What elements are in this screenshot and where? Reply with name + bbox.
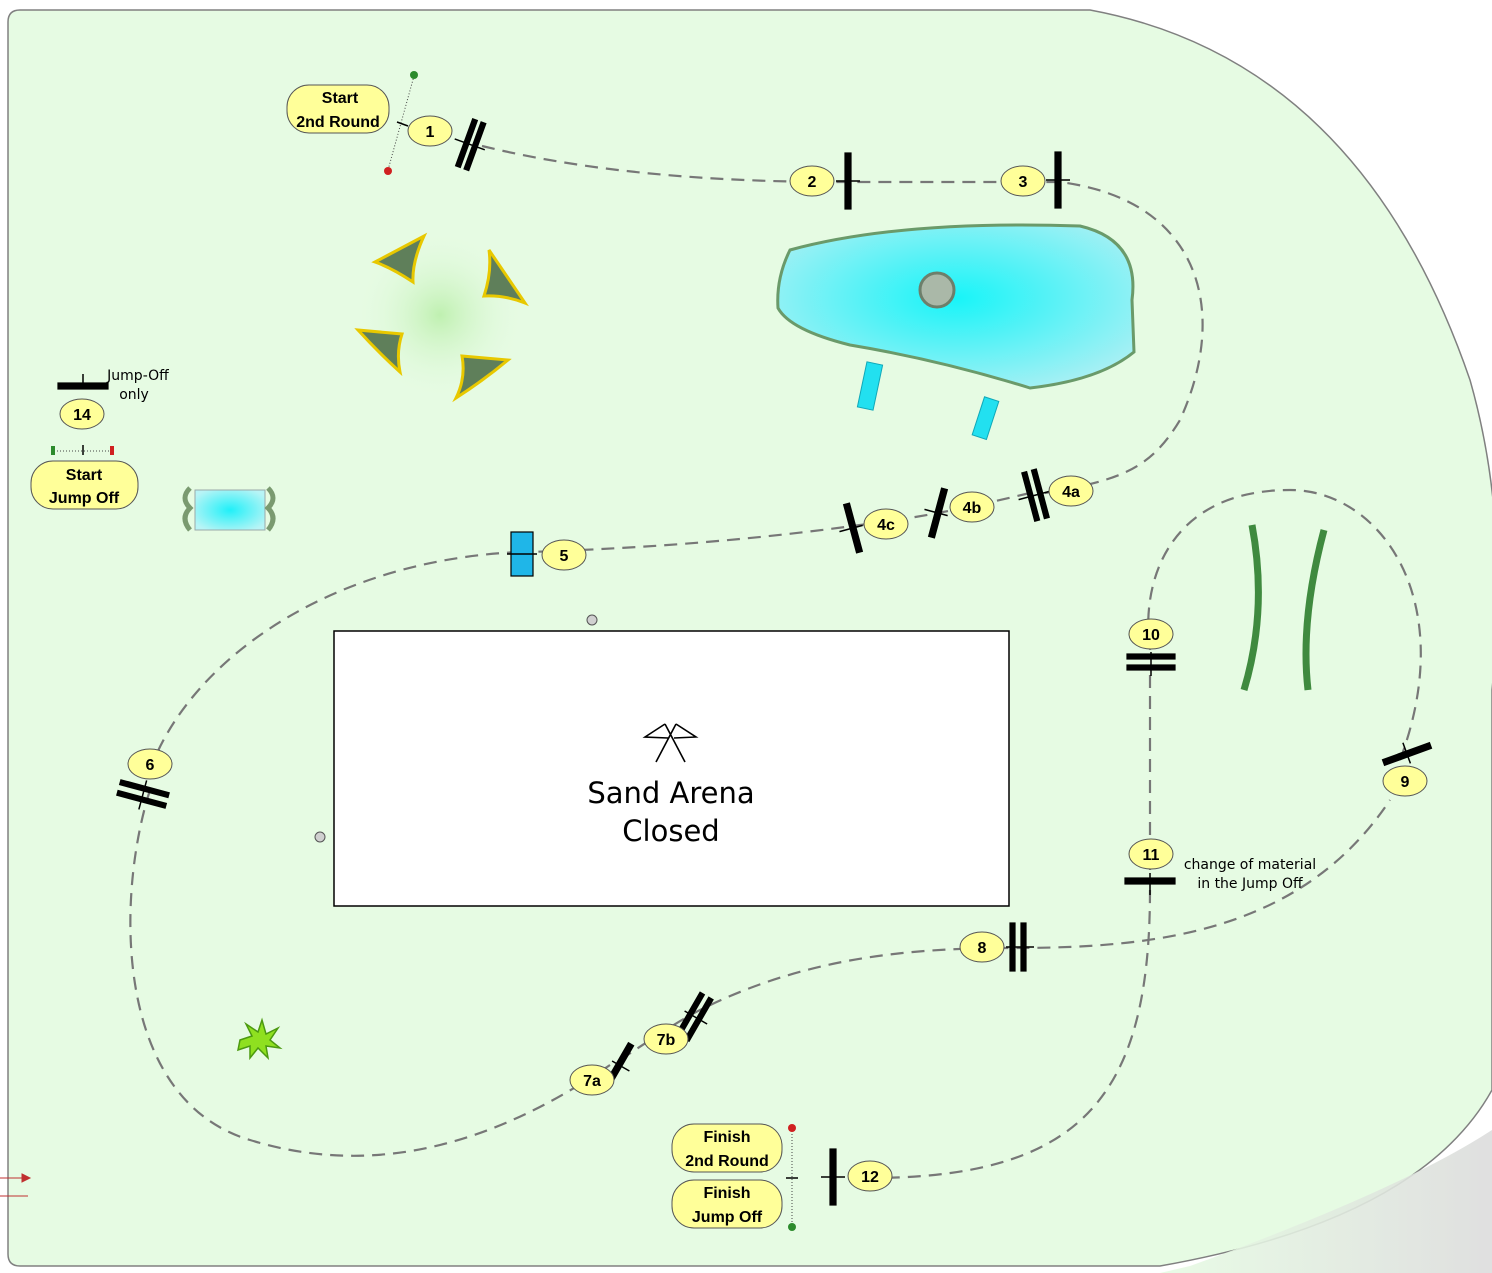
obstacle-1 <box>454 118 487 172</box>
obstacle-14 <box>57 374 109 390</box>
svg-text:2: 2 <box>808 174 817 191</box>
label-3: 3 <box>1000 165 1046 197</box>
label-10: 10 <box>1128 618 1174 650</box>
grass-circle <box>354 230 529 403</box>
label-11: 11 <box>1128 838 1174 870</box>
obstacle-6 <box>116 779 170 810</box>
obstacle-4a <box>1018 468 1050 522</box>
svg-text:4c: 4c <box>877 517 895 534</box>
svg-text:9: 9 <box>1401 774 1410 791</box>
sand-arena <box>333 630 1010 907</box>
obstacle-8 <box>1006 922 1034 972</box>
arena-post <box>586 614 598 626</box>
start-round-line-2: 2nd Round <box>296 114 380 131</box>
finish-line <box>786 1124 798 1231</box>
hedges <box>1240 524 1328 692</box>
label-14: 14 <box>59 398 105 430</box>
finish-jumpoff-label: Finish Jump Off <box>671 1179 783 1229</box>
svg-text:3: 3 <box>1019 174 1028 191</box>
fountain-icon <box>918 271 956 309</box>
jumpoff-note-line-1: Jump-Off <box>106 368 169 384</box>
water-tray <box>971 396 1000 441</box>
label-1: 1 <box>407 115 453 147</box>
svg-text:4a: 4a <box>1062 484 1080 501</box>
small-pool <box>182 486 276 532</box>
grey-corner <box>1160 1130 1492 1273</box>
label-8: 8 <box>959 931 1005 963</box>
obstacle-labels: 1 2 3 4a 4b 4c 5 6 7a 7b 8 9 10 11 12 14 <box>59 115 1428 1192</box>
obstacle-11 <box>1124 873 1176 895</box>
svg-text:10: 10 <box>1142 627 1160 644</box>
tree-icon <box>354 232 529 403</box>
label-7a: 7a <box>569 1064 615 1096</box>
svg-text:7a: 7a <box>583 1073 601 1090</box>
material-note-line-1: change of material <box>1184 857 1316 873</box>
riding-line <box>129 144 1422 1180</box>
start-jumpoff-label: Start Jump Off <box>30 460 139 510</box>
obstacle-2 <box>836 152 860 210</box>
start-jumpoff-line-1: Start <box>66 467 103 484</box>
start-jumpoff-line-2: Jump Off <box>49 490 120 507</box>
finish-round-label: Finish 2nd Round <box>671 1123 783 1173</box>
arena-label-line-2: Closed <box>622 814 719 848</box>
obstacle-12 <box>821 1148 845 1206</box>
obstacle-7b <box>675 991 714 1043</box>
svg-text:1: 1 <box>426 124 435 141</box>
svg-text:12: 12 <box>861 1169 879 1186</box>
finish-jumpoff-line-1: Finish <box>703 1185 750 1202</box>
svg-text:7b: 7b <box>657 1032 676 1049</box>
label-4b: 4b <box>949 491 995 523</box>
arena-post <box>314 831 326 843</box>
start-line-jumpoff <box>51 445 114 455</box>
svg-text:14: 14 <box>73 407 91 424</box>
svg-text:6: 6 <box>146 757 155 774</box>
bush-icon <box>237 1017 283 1061</box>
pond <box>776 223 1136 441</box>
obstacle-9 <box>1381 741 1433 767</box>
label-9: 9 <box>1382 765 1428 797</box>
obstacle-3 <box>1046 151 1070 209</box>
svg-text:4b: 4b <box>963 500 982 517</box>
obstacle-10 <box>1126 652 1176 676</box>
obstacle-5 <box>507 531 537 577</box>
finish-jumpoff-line-2: Jump Off <box>692 1209 763 1226</box>
arena-label-line-1: Sand Arena <box>587 776 754 810</box>
svg-text:11: 11 <box>1143 847 1160 864</box>
material-note-line-2: in the Jump Off <box>1197 876 1303 892</box>
svg-text:8: 8 <box>978 940 987 957</box>
label-7b: 7b <box>643 1023 689 1055</box>
obstacles <box>57 118 1433 1206</box>
start-round-label: Start 2nd Round <box>286 84 390 134</box>
svg-text:5: 5 <box>560 548 569 565</box>
finish-round-line-1: Finish <box>703 1129 750 1146</box>
start-line-round <box>384 71 418 175</box>
obstacle-4c <box>839 502 864 554</box>
edge-marker <box>0 1173 32 1197</box>
label-6: 6 <box>127 748 173 780</box>
water-tray <box>856 361 884 411</box>
jumpoff-note-line-2: only <box>119 387 149 403</box>
crossed-flags-icon <box>642 723 699 763</box>
finish-round-line-2: 2nd Round <box>685 1153 769 1170</box>
obstacle-4b <box>924 487 949 539</box>
label-5: 5 <box>541 539 587 571</box>
label-4c: 4c <box>863 508 909 540</box>
label-2: 2 <box>789 165 835 197</box>
start-round-line-1: Start <box>322 90 359 107</box>
label-12: 12 <box>847 1160 893 1192</box>
label-4a: 4a <box>1048 475 1094 507</box>
